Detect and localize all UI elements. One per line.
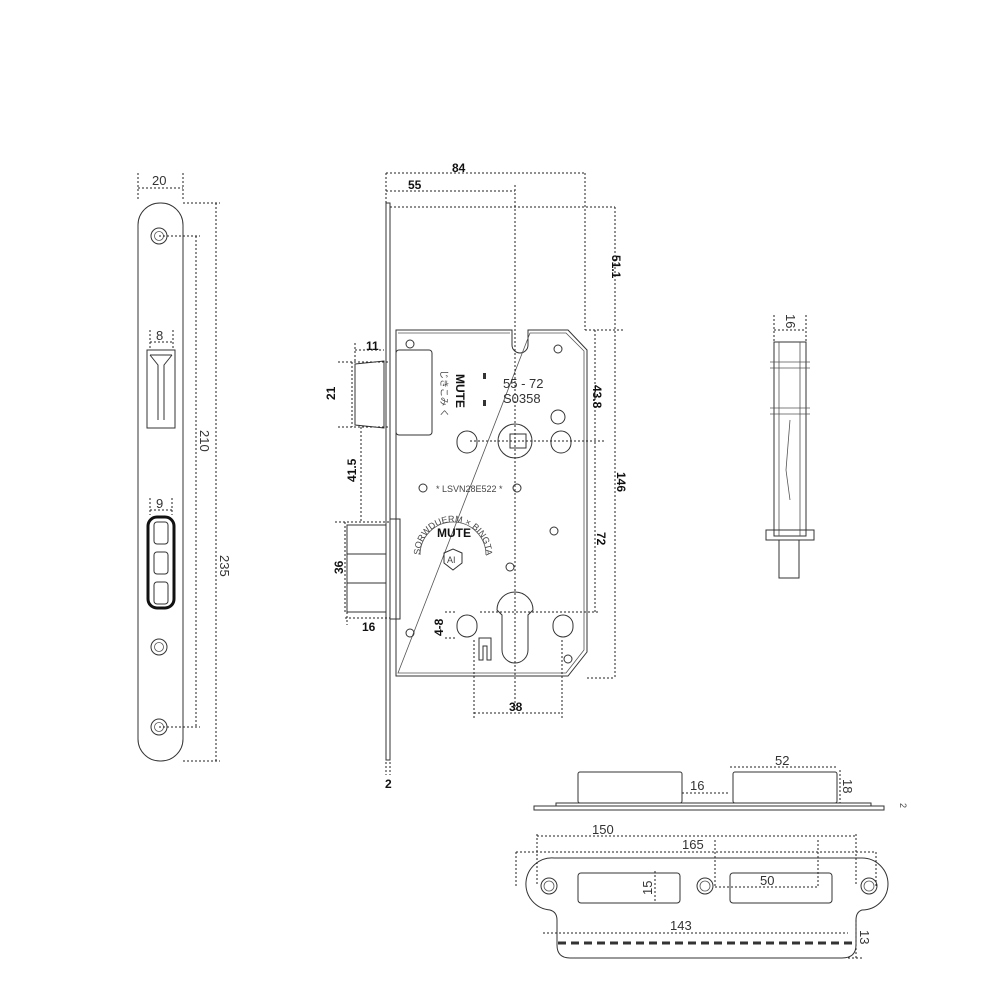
faceplate-view: 20 8 9 210 235 <box>137 173 232 762</box>
dim-strike-lip-length: 143 <box>670 918 692 933</box>
dim-strike-depth: 18 <box>840 779 855 793</box>
dim-latch-height: 21 <box>324 386 338 400</box>
dim-strike-gap: 16 <box>690 778 704 793</box>
dim-strike-length: 165 <box>682 837 704 852</box>
dim-strike-thickness: 2 <box>898 803 908 808</box>
dim-backset: 55 <box>408 178 422 192</box>
dim-faceplate-thickness: 2 <box>385 777 392 791</box>
strike-plate-view: 16 52 18 2 150 165 50 15 143 13 <box>515 753 908 959</box>
dim-faceplate-width: 20 <box>152 173 166 188</box>
dim-side-width: 16 <box>783 314 798 328</box>
dim-top-offset: 51.1 <box>609 255 623 279</box>
dim-strike-lip-height: 13 <box>857 930 872 944</box>
logo-text: AI <box>447 555 456 565</box>
lock-body-view: MUTE じきこみ く 55 - 72 S0358 * LSVN28E522 *… <box>0 0 628 791</box>
dim-latch-width: 8 <box>156 328 163 343</box>
dim-handle-offset: 43.8 <box>590 385 604 409</box>
dim-screw-spacing: 210 <box>197 430 212 452</box>
dim-bolt-width: 9 <box>156 496 163 511</box>
svg-text:SORWDUERM × BINGTAINENG × JIAS: SORWDUERM × BINGTAINENG × JIASENBAO × <box>0 0 494 556</box>
dim-bolt-throw: 16 <box>362 620 376 634</box>
dim-faceplate-length: 235 <box>217 555 232 577</box>
model-code: S0358 <box>503 391 541 406</box>
serial-number: * LSVN28E522 * <box>436 484 503 494</box>
dim-strike-cut-height: 15 <box>640 881 655 895</box>
dim-center-distance: 72 <box>594 532 608 546</box>
model-range: 55 - 72 <box>503 376 543 391</box>
dim-strike-box-width: 52 <box>775 753 789 768</box>
dim-latch-projection: 11 <box>366 339 379 353</box>
dim-body-width: 84 <box>452 161 466 175</box>
ring-text: SORWDUERM × BINGTAINENG × JIASENBAO × <box>0 0 494 556</box>
side-view: 16 <box>765 314 815 579</box>
brand-label: MUTE <box>437 526 471 540</box>
side-text: じきこみ く <box>439 370 449 418</box>
dim-strike-hole-spacing: 150 <box>592 822 614 837</box>
dim-cylinder-range: 4-8 <box>432 618 446 636</box>
dim-cylinder-spacing: 38 <box>509 700 523 714</box>
screw-icons <box>405 339 573 664</box>
dim-bolt-height: 36 <box>332 560 346 574</box>
dim-strike-cut-width: 50 <box>760 873 774 888</box>
dim-latch-to-bolt: 41.5 <box>345 458 359 482</box>
dim-body-height: 146 <box>614 472 628 492</box>
brand-vertical: MUTE <box>453 374 467 408</box>
